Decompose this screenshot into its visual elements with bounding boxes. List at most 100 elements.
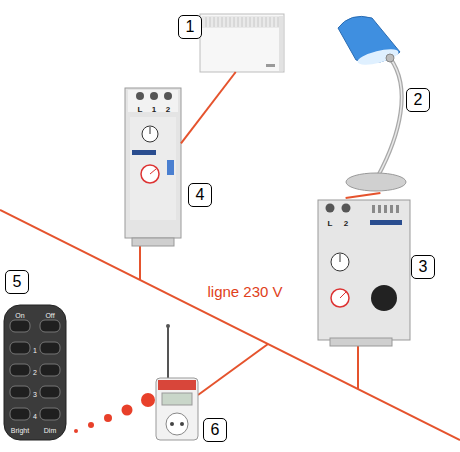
slide-switch bbox=[167, 160, 174, 175]
label-holder: Bright bbox=[11, 419, 29, 437]
lamp-base bbox=[346, 173, 406, 191]
remote-button bbox=[40, 320, 60, 332]
vent-slots bbox=[372, 205, 399, 213]
dial-pointer bbox=[150, 127, 151, 134]
callout-number: 1 bbox=[178, 15, 202, 39]
device-marking: 3 bbox=[33, 391, 37, 398]
heater-body bbox=[200, 14, 284, 72]
radio-dot bbox=[141, 393, 155, 407]
remote-button bbox=[10, 386, 30, 398]
dial-pointer bbox=[340, 292, 346, 298]
device-marking: L bbox=[328, 219, 333, 228]
label-holder: Dim bbox=[44, 419, 56, 437]
label-holder: 2 bbox=[33, 361, 37, 379]
mains-wire bbox=[198, 344, 268, 395]
module-body bbox=[318, 200, 410, 340]
remote-button bbox=[40, 386, 60, 398]
device-node: 2 bbox=[330, 15, 442, 193]
radio-dot bbox=[88, 422, 94, 428]
label-holder: Off bbox=[45, 304, 54, 322]
antenna bbox=[167, 327, 169, 380]
terminal-block bbox=[128, 90, 178, 112]
label-holder: L bbox=[138, 98, 143, 116]
mains-wire bbox=[139, 246, 141, 280]
terminal-screw bbox=[326, 204, 335, 213]
callout-number: 2 bbox=[406, 88, 430, 112]
device-marking: Off bbox=[45, 312, 54, 319]
device-marking: On bbox=[15, 312, 24, 319]
remote-buttons bbox=[10, 320, 60, 420]
remote-button bbox=[10, 342, 30, 354]
remote-button bbox=[40, 364, 60, 376]
device-marking: 1 bbox=[152, 105, 156, 114]
remote-button bbox=[40, 342, 60, 354]
module-panel bbox=[130, 117, 176, 220]
device-marking: Dim bbox=[44, 427, 56, 434]
heater-slots bbox=[206, 17, 278, 27]
label-holder: 4 bbox=[33, 405, 37, 423]
module-body bbox=[125, 88, 181, 238]
terminal-screw bbox=[136, 92, 144, 100]
lamp-arm bbox=[378, 58, 402, 176]
label-holder: 2 bbox=[344, 212, 348, 230]
device-marking: 1 bbox=[33, 347, 37, 354]
heater-shade bbox=[279, 16, 283, 71]
remote-button bbox=[10, 320, 30, 332]
remote-button bbox=[10, 408, 30, 420]
transceiver-band bbox=[158, 380, 196, 390]
label-holder: 2 bbox=[166, 98, 170, 116]
socket-hole bbox=[170, 422, 174, 426]
device-node: 6 bbox=[152, 322, 202, 442]
wire-connector bbox=[181, 72, 236, 143]
line-label: ligne 230 V bbox=[207, 283, 282, 300]
radio-dot bbox=[74, 429, 78, 433]
dial-pointer bbox=[340, 254, 341, 262]
code-dial bbox=[142, 126, 158, 142]
antenna-tip bbox=[166, 324, 170, 328]
callout-number: 6 bbox=[203, 418, 227, 442]
label-holder: On bbox=[15, 304, 24, 322]
transceiver-body bbox=[156, 378, 198, 440]
din-clip bbox=[330, 338, 392, 346]
terminal-screw bbox=[150, 92, 158, 100]
label-holder: 3 bbox=[33, 383, 37, 401]
lamp-arm-shine bbox=[378, 58, 402, 176]
remote-body bbox=[4, 305, 66, 440]
device-marking: 2 bbox=[33, 369, 37, 376]
label-holder: L bbox=[328, 212, 333, 230]
heater-grille bbox=[202, 16, 282, 28]
device-node: 3 bbox=[318, 198, 410, 346]
label-holder: ligne 230 V bbox=[207, 283, 282, 301]
radio-dot bbox=[122, 405, 133, 416]
callout-number: 5 bbox=[5, 270, 29, 294]
code-dial bbox=[331, 289, 349, 307]
label-holder: 1 bbox=[152, 98, 156, 116]
remote-button bbox=[40, 408, 60, 420]
device-marking: 2 bbox=[166, 105, 170, 114]
device-node: 5 bbox=[4, 305, 66, 442]
heater-badge bbox=[266, 64, 275, 67]
mains-wire bbox=[357, 346, 359, 389]
lamp-joint bbox=[386, 54, 394, 62]
radio-dot bbox=[104, 414, 112, 422]
label-holder: 1 bbox=[33, 339, 37, 357]
socket bbox=[166, 413, 188, 435]
wire-connector bbox=[346, 193, 381, 198]
transceiver-panel bbox=[162, 393, 192, 405]
dimmer-knob bbox=[371, 285, 397, 311]
dial-pointer bbox=[150, 169, 156, 174]
device-node: 4 bbox=[125, 88, 181, 246]
device-node: 1 bbox=[200, 14, 285, 72]
device-marking: 4 bbox=[33, 413, 37, 420]
code-dial bbox=[141, 165, 159, 183]
device-marking: Bright bbox=[11, 427, 29, 434]
code-dial bbox=[331, 253, 349, 271]
device-marking: 2 bbox=[344, 219, 348, 228]
din-clip bbox=[132, 238, 174, 246]
callout-number: 4 bbox=[188, 183, 212, 207]
